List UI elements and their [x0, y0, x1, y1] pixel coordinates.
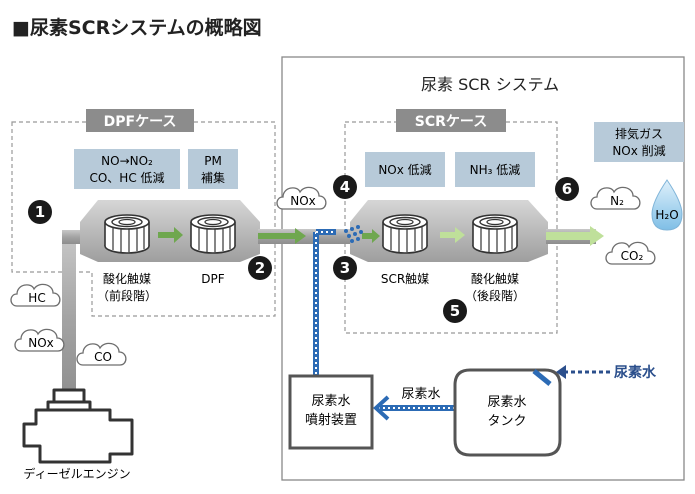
- dpf-case-outline: [11, 121, 276, 317]
- engine-nox-label: NOx: [28, 336, 54, 350]
- dpf-case-label-bg: [86, 109, 194, 132]
- urea-injector-box: [288, 374, 374, 450]
- scr-case-label-bg: [396, 109, 506, 132]
- water-drop-icon: [651, 179, 683, 231]
- page-title: ■尿素SCRシステムの概略図: [12, 16, 262, 39]
- scr-catalyst-2-label-line2: （後段階）: [465, 288, 525, 303]
- dpf-filter-icon: [190, 214, 236, 254]
- tank-to-injector-line: [373, 395, 460, 421]
- exhaust-label-line1: 排気ガス: [615, 126, 663, 141]
- exhaust-pipe-vertical: [62, 232, 76, 407]
- urea-spray-icon: [344, 225, 363, 243]
- scr-case-label: SCRケース: [415, 114, 487, 130]
- svg-text:6: 6: [562, 180, 572, 198]
- urea-flow-label: 尿素水: [401, 387, 440, 402]
- scr-system-title: 尿素 SCR システム: [421, 75, 559, 94]
- step-badge-1: 1: [28, 200, 52, 224]
- injector-label-line2: 噴射装置: [305, 412, 357, 428]
- dpf-catalyst-1-label-line2: （前段階）: [97, 288, 157, 303]
- scr-func-2: NH₃ 低減: [470, 162, 521, 177]
- connector-pipe: [258, 229, 366, 244]
- dpf-case-label: DPFケース: [104, 114, 177, 130]
- exhaust-n2-label: N₂: [610, 194, 624, 208]
- step-badge-4: 4: [333, 175, 357, 199]
- svg-text:1: 1: [35, 203, 45, 221]
- dpf-catalyst-1-label-line1: 酸化触媒: [103, 271, 151, 286]
- tank-inlet-marker: [532, 369, 552, 386]
- tank-label-line1: 尿素水: [487, 395, 526, 410]
- scr-func-panel-1: [365, 152, 445, 187]
- svg-text:2: 2: [255, 259, 265, 277]
- diesel-engine-icon: [22, 388, 134, 464]
- dpf-catalyst-2-label: DPF: [201, 272, 224, 286]
- connector-green-arrow: [258, 228, 306, 244]
- engine-hc-label: HC: [28, 291, 45, 305]
- engine-co-label: CO: [94, 350, 112, 364]
- dpf-inner-arrow: [158, 227, 183, 243]
- scr-func-1: NOx 低減: [378, 162, 431, 177]
- dpf-func-2-line1: PM: [204, 154, 222, 168]
- dpf-func-2-line2: 補集: [201, 170, 225, 185]
- tank-label-line2: タンク: [487, 414, 526, 429]
- urea-tank: [453, 368, 562, 457]
- scr-inlet-arrow: [362, 229, 380, 243]
- dpf-func-panel-1: [74, 149, 180, 189]
- exhaust-panel: [594, 122, 684, 162]
- scr-func-panel-2: [455, 152, 535, 187]
- scr-inner-arrow: [440, 227, 465, 243]
- scr-catalyst-2-label-line1: 酸化触媒: [471, 271, 519, 286]
- step-badge-2: 2: [248, 256, 272, 280]
- engine-label: ディーゼルエンジン: [23, 466, 130, 481]
- step-badge-3: 3: [333, 256, 357, 280]
- injector-label-line1: 尿素水: [311, 394, 350, 409]
- scr-catalyst-icon: [382, 214, 428, 254]
- svg-text:5: 5: [450, 302, 460, 320]
- dpf-func-1-line1: NO→NO₂: [101, 154, 153, 168]
- dpf-func-1-line2: CO、HC 低減: [89, 170, 164, 185]
- nox-mid-label: NOx: [290, 194, 316, 208]
- exhaust-h2o-label: H₂O: [655, 208, 678, 222]
- urea-dosing-line: [313, 229, 336, 376]
- urea-refill-arrow: [556, 365, 610, 379]
- exit-arrow: [546, 226, 604, 246]
- svg-text:3: 3: [340, 259, 350, 277]
- svg-text:4: 4: [340, 178, 350, 196]
- dpf-oxidation-catalyst-icon: [104, 214, 150, 254]
- dpf-func-panel-2: [188, 149, 238, 189]
- scr-case-body: [350, 200, 548, 262]
- urea-input-label: 尿素水: [614, 364, 657, 381]
- exhaust-co2-label: CO₂: [621, 249, 644, 263]
- step-badge-5: 5: [443, 299, 467, 323]
- scr-catalyst-1-label: SCR触媒: [381, 272, 429, 286]
- exhaust-label-line2: NOx 削減: [612, 143, 665, 158]
- step-badge-6: 6: [555, 177, 579, 201]
- scr-oxidation-catalyst-icon: [472, 214, 518, 254]
